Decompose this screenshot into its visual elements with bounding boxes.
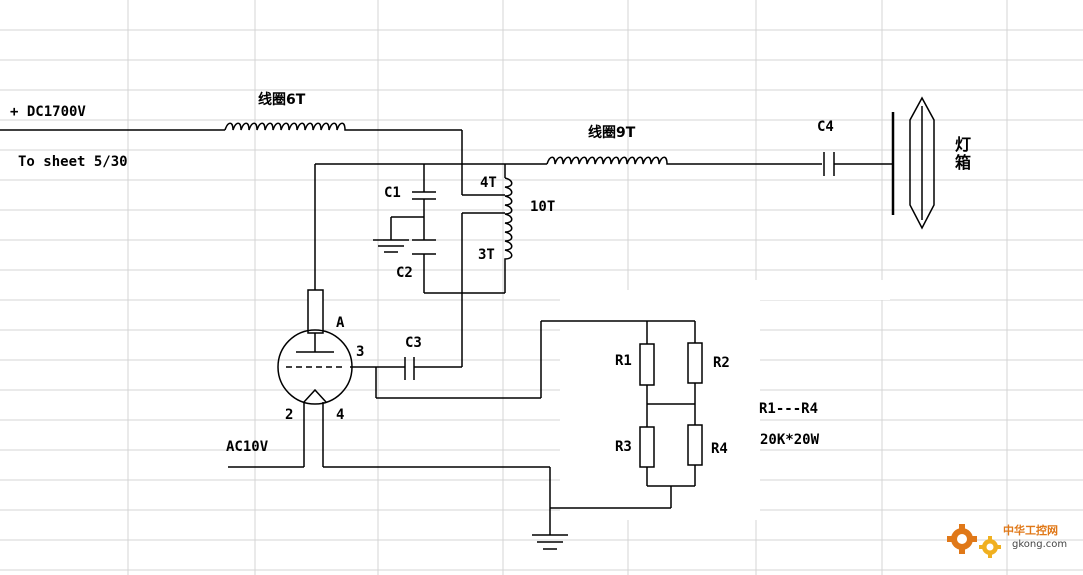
tap-4t-label: 4T	[480, 175, 497, 191]
vacuum-tube	[277, 329, 353, 405]
coil-6t	[224, 122, 347, 131]
lamp-box	[909, 96, 935, 230]
coil-10t-label: 10T	[530, 199, 555, 215]
watermark-site-name: 中华工控网	[1003, 523, 1058, 537]
supply-label: + DC1700V	[10, 104, 86, 120]
r3-label: R3	[615, 439, 632, 455]
grid-mask	[560, 290, 760, 520]
coil-6t-label: 线圈6T	[258, 91, 306, 108]
coil-9t	[546, 156, 673, 165]
pin-2-label: 2	[285, 407, 293, 423]
tap-3t-label: 3T	[478, 247, 495, 263]
c1-label: C1	[384, 185, 401, 201]
r-range-label: R1---R4	[759, 401, 818, 417]
resistor-r1	[639, 343, 655, 386]
resistor-r2	[687, 342, 703, 384]
pin-3-label: 3	[356, 344, 364, 360]
ground-symbol-bottom	[532, 534, 568, 550]
c4-label: C4	[817, 119, 834, 135]
anode-cap	[307, 289, 324, 334]
c3-label: C3	[405, 335, 422, 351]
r4-label: R4	[711, 441, 728, 457]
lamp-box-label-1: 灯	[955, 135, 971, 154]
gear-icon	[947, 524, 1001, 558]
ground-symbol-top	[373, 239, 409, 253]
watermark-url: gkong.com	[1012, 539, 1067, 550]
to-sheet-label: To sheet 5/30	[18, 154, 128, 170]
resistor-r4	[687, 424, 703, 466]
resistor-r3	[639, 426, 655, 468]
site-watermark: 中华工控网 gkong.com	[947, 523, 1067, 558]
grid-mask	[750, 280, 890, 300]
r1-label: R1	[615, 353, 632, 369]
coil-10t	[504, 177, 513, 262]
lamp-box-label-2: 箱	[955, 153, 971, 172]
ac10v-label: AC10V	[226, 439, 269, 455]
r2-label: R2	[713, 355, 730, 371]
r-spec-label: 20K*20W	[760, 432, 820, 448]
tube-filament	[303, 388, 327, 403]
pin-4-label: 4	[336, 407, 344, 423]
coil-9t-label: 线圈9T	[588, 124, 636, 141]
c2-label: C2	[396, 265, 413, 281]
anode-label: A	[336, 315, 345, 331]
